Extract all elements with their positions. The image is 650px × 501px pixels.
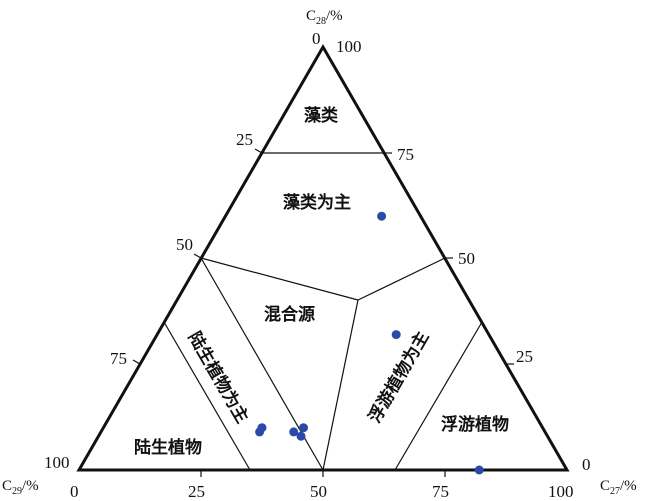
region-label-planktonic-dominant: 浮游植物为主 [364,328,433,427]
tick-label: 0 [312,29,321,48]
region-label-algae: 藻类 [304,105,339,126]
data-point [289,427,299,437]
tick-label: 100 [336,37,362,56]
tick-label: 0 [582,455,591,474]
region-label-terrestrial: 陆生植物 [134,437,202,458]
region-label-mixed: 混合源 [264,304,315,325]
region-label-algae-dominant: 藻类为主 [283,192,351,213]
region-label-planktonic: 浮游植物 [441,414,509,435]
tick-marks [132,148,514,477]
region-boundaries [163,152,483,471]
boundary-mixed-right [322,299,359,471]
axis-label-right: C27/% [600,478,637,497]
tick-mark [254,148,263,154]
axis-label-left: C29/% [2,478,39,497]
tick-label: 50 [310,482,327,501]
boundary-mixed-right-top [357,257,446,301]
tick-label: 100 [44,453,70,472]
tick-label: 25 [188,482,205,501]
boundary-mixed-left-top [200,257,359,301]
region-label-terrestrial-dominant: 陆生植物为主 [184,328,253,427]
data-point [299,423,308,433]
tick-label: 100 [548,482,574,501]
tick-label: 25 [236,130,253,149]
tick-mark [132,359,141,365]
tick-mark [193,253,202,259]
boundary-terrestrial [163,321,251,471]
tick-label: 75 [397,145,414,164]
data-point [296,431,306,441]
axis-label-top: C28/% [306,8,343,27]
tick-label: 25 [516,347,533,366]
tick-label: 0 [70,482,79,501]
boundary-planktonic [394,321,483,471]
data-point [474,465,484,475]
data-point [377,211,387,221]
data-point [391,330,401,340]
data-points [255,211,484,475]
tick-label: 50 [176,235,193,254]
tick-label: 50 [458,249,475,268]
tick-label: 75 [110,349,127,368]
tick-label: 75 [432,482,449,501]
data-point [255,427,265,437]
